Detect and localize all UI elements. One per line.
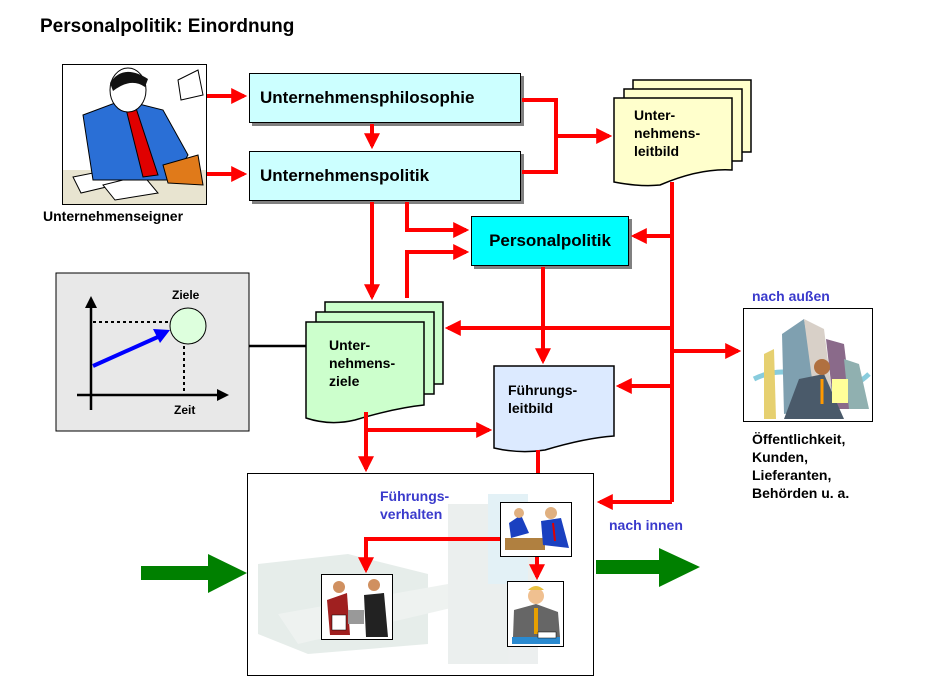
sales-image — [321, 574, 393, 640]
ziele-label: Unter- nehmens- ziele — [329, 337, 396, 389]
meeting-image — [500, 502, 572, 557]
box-unternehmenspolitik[interactable]: Unternehmenspolitik — [249, 151, 521, 201]
phone-manager-icon — [512, 586, 560, 644]
chart-y-label: Ziele — [172, 288, 200, 302]
sales-icon — [327, 579, 388, 637]
goal-chart — [55, 272, 250, 432]
owner-image — [62, 64, 207, 205]
box-personalpolitik[interactable]: Personalpolitik — [471, 216, 629, 266]
buildings-icon — [752, 319, 871, 419]
box-unternehmensphilosophie[interactable]: Unternehmensphilosophie — [249, 73, 521, 123]
page-title: Personalpolitik: Einordnung — [40, 16, 295, 37]
businessman-icon — [63, 67, 206, 204]
document-unternehmensziele[interactable] — [305, 301, 444, 424]
document-unternehmensleitbild[interactable] — [613, 79, 752, 187]
box-label: Unternehmenspolitik — [260, 166, 430, 185]
phone-image — [507, 581, 564, 647]
inside-arrows — [358, 537, 545, 581]
outside-heading: nach außen — [752, 288, 830, 304]
leitbild-label: Unter- nehmens- leitbild — [634, 107, 701, 159]
document-fuehrungsleitbild[interactable] — [493, 365, 615, 453]
outside-image — [743, 308, 873, 422]
fuehrungsleitbild-label: Führungs- leitbild — [508, 382, 578, 416]
box-label: Personalpolitik — [489, 231, 611, 250]
chart-x-label: Zeit — [174, 403, 196, 417]
owner-label: Unternehmenseigner — [43, 208, 184, 224]
meeting-icon — [505, 507, 569, 550]
outside-audience: Öffentlichkeit, Kunden, Lieferanten, Beh… — [752, 431, 850, 501]
fuehrungsverhalten-label: Führungs- verhalten — [380, 488, 450, 522]
box-label: Unternehmensphilosophie — [260, 88, 475, 107]
inside-heading: nach innen — [609, 517, 683, 533]
organisation-frame: Führungs- verhalten — [247, 473, 594, 676]
arrows — [207, 88, 742, 510]
